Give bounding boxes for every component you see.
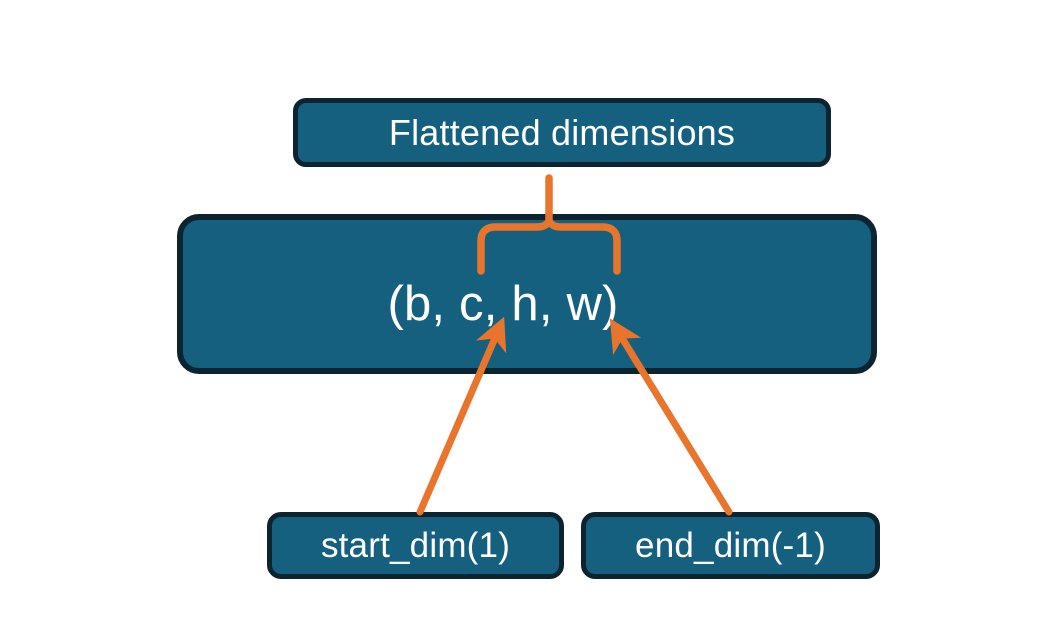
node-tensor-shape-label: (b, c, h, w): [387, 277, 619, 331]
node-flattened-dimensions[interactable]: Flattened dimensions: [293, 98, 831, 167]
node-end-dim[interactable]: end_dim(-1): [581, 512, 880, 579]
node-flattened-dimensions-label: Flattened dimensions: [388, 111, 736, 153]
node-end-dim-label: end_dim(-1): [635, 525, 826, 565]
node-tensor-shape[interactable]: (b, c, h, w): [177, 214, 877, 374]
node-start-dim-label: start_dim(1): [320, 525, 511, 565]
node-start-dim[interactable]: start_dim(1): [267, 512, 564, 579]
